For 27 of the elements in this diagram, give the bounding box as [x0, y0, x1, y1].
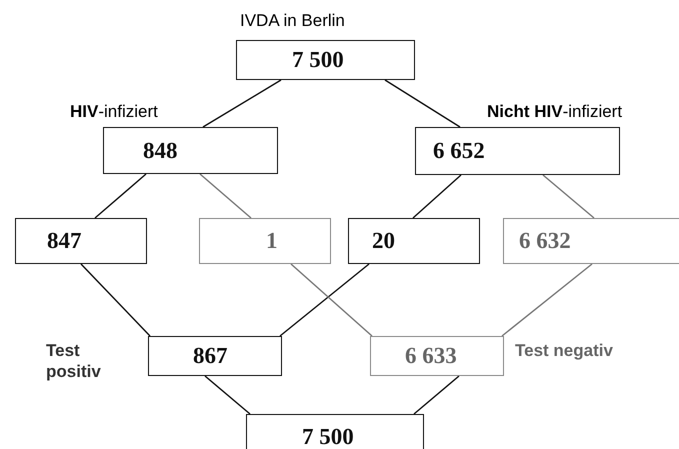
- connector-line: [94, 173, 146, 219]
- connector-line: [384, 79, 460, 128]
- number-box: 6 652: [415, 127, 620, 175]
- number-box: 7 500: [246, 414, 424, 449]
- connector-line: [412, 174, 462, 219]
- connector-line: [414, 375, 460, 415]
- number-box: 867: [148, 336, 282, 376]
- number-box: 6 633: [370, 336, 504, 376]
- connector-line: [202, 79, 282, 128]
- connector-line: [542, 174, 594, 219]
- connector-line: [290, 263, 372, 337]
- number-box: 1: [199, 218, 331, 264]
- group-heading: HIV-infiziert: [70, 101, 159, 122]
- group-heading: IVDA in Berlin: [240, 10, 346, 32]
- number-box: 847: [15, 218, 147, 264]
- number-box: 7 500: [236, 40, 415, 80]
- number-box: 848: [103, 127, 278, 174]
- group-heading: Nicht HIV-infiziert: [487, 101, 624, 122]
- connector-line: [200, 173, 252, 219]
- number-box: 6 632: [503, 218, 679, 264]
- group-heading: Test positiv: [46, 340, 102, 382]
- connector-line: [204, 375, 250, 415]
- group-heading: Test negativ: [515, 340, 614, 362]
- connector-line: [80, 264, 150, 336]
- number-box: 20: [348, 218, 480, 264]
- connector-line: [280, 263, 370, 337]
- connector-line: [502, 263, 592, 337]
